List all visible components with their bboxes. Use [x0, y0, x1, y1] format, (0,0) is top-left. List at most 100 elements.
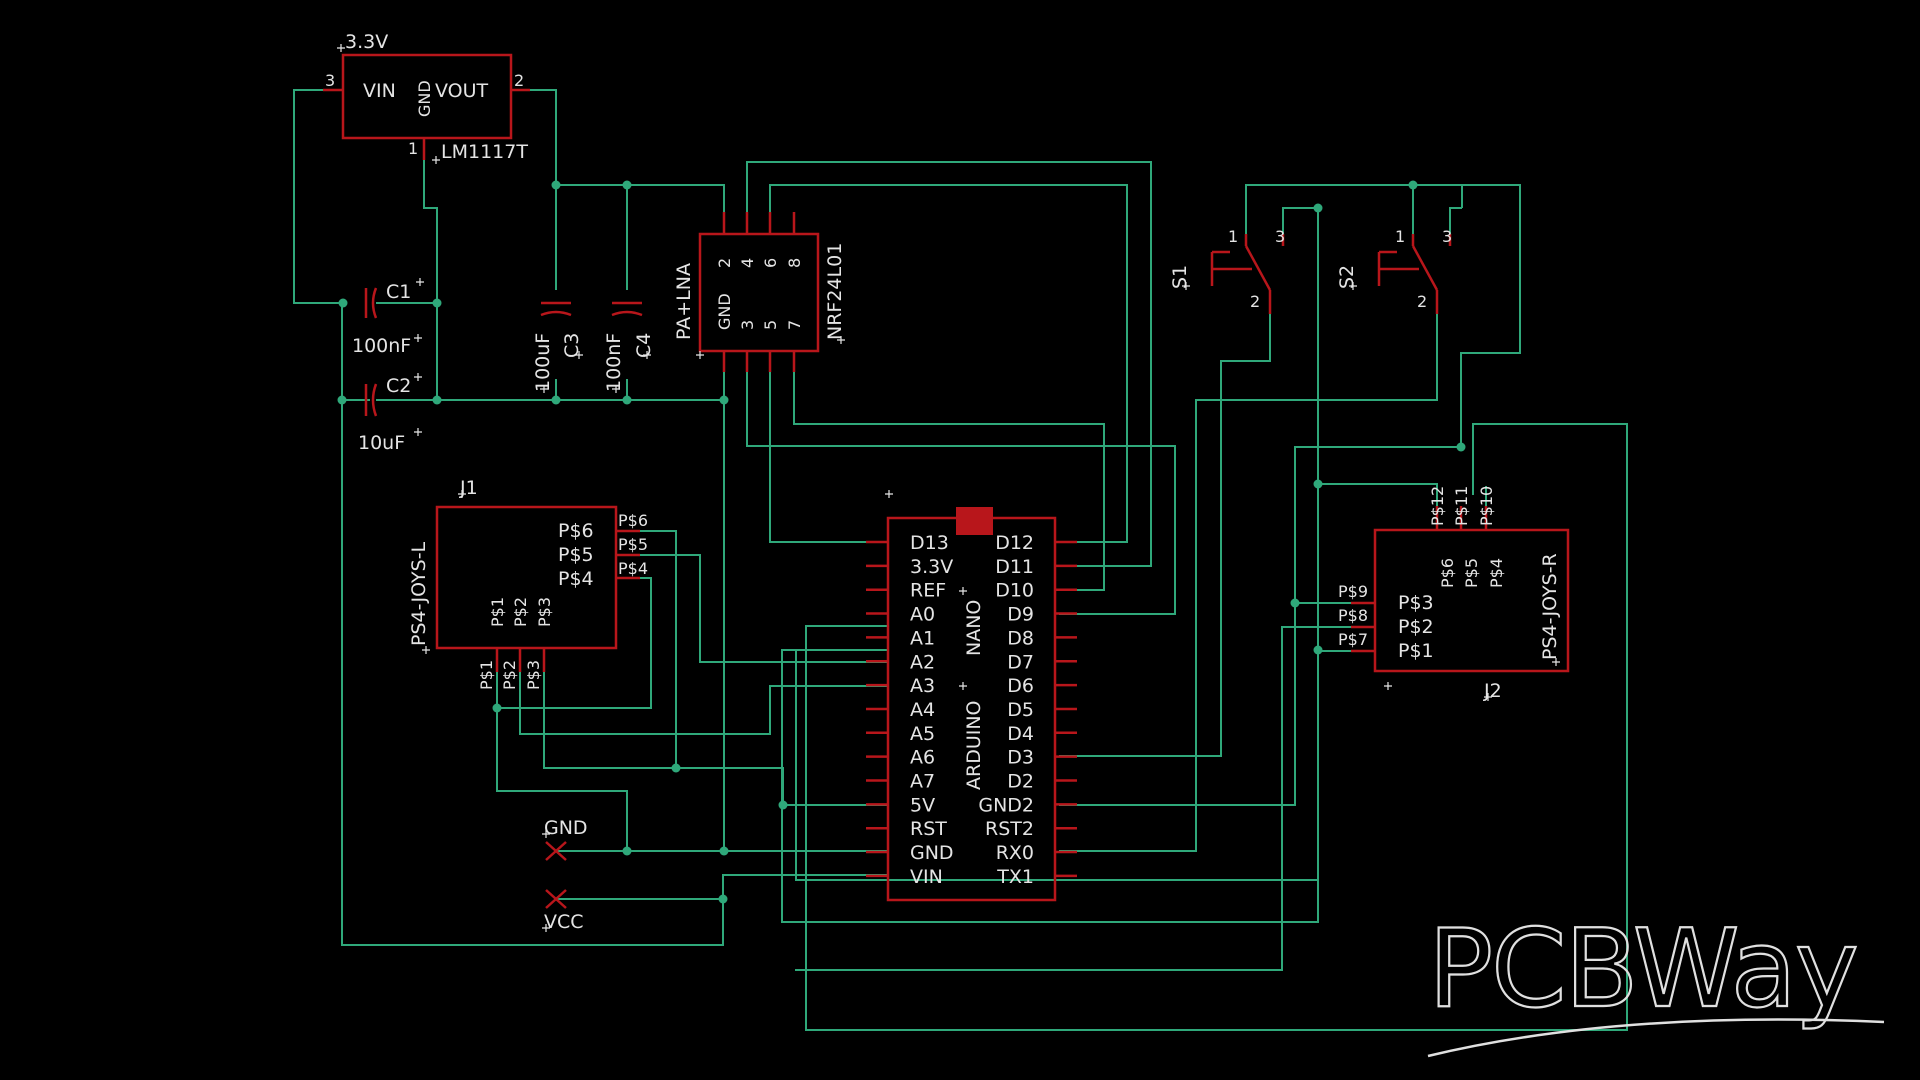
net-gnd-rail: [437, 351, 725, 851]
switch-s2: 1 2 3 S2: [1336, 227, 1452, 314]
net-j1-p2: [519, 660, 888, 735]
regulator-pin-gnd: GND: [415, 80, 434, 117]
watermark-text: PCBWay: [1428, 907, 1857, 1032]
arduino-left-pin-label: A4: [910, 699, 935, 721]
s1-pin3: 3: [1275, 227, 1285, 246]
arduino-right-pin-label: RST2: [985, 818, 1034, 840]
arduino-right-pin-label: D6: [1007, 675, 1034, 697]
radio-pin-2: 2: [715, 258, 734, 268]
j2-ext-p9: P$9: [1338, 582, 1368, 601]
net-gnd-caps: [376, 160, 438, 401]
j1-ext-p6: P$6: [618, 511, 648, 530]
net-radio-5: [769, 351, 888, 543]
net-s2-3: [1449, 207, 1462, 234]
j2-name: J2: [1483, 680, 1502, 702]
arduino-model: NANO: [963, 600, 985, 656]
j2-pin-p1: P$1: [1398, 640, 1434, 662]
arduino-left-pin-label: 3.3V: [910, 556, 953, 578]
usb-connector: [956, 507, 993, 535]
arduino-right-pin-label: D3: [1007, 747, 1034, 769]
radio-pin-5: 5: [761, 320, 780, 330]
arduino-right-pin-label: D11: [995, 556, 1034, 578]
regulator-num-vout: 2: [514, 71, 524, 90]
j2-ext-p10: P$10: [1477, 486, 1496, 526]
regulator-name: 3.3V: [345, 31, 388, 53]
s2-name: S2: [1336, 265, 1358, 289]
gnd-label: GND: [544, 817, 588, 839]
capacitor-c1: C1 100nF: [352, 281, 411, 357]
regulator-pin-vin: VIN: [363, 80, 396, 102]
arduino-left-pin-label: 5V: [910, 794, 935, 816]
j2-pin-p6: P$6: [1438, 558, 1457, 588]
radio-pin-8: 8: [785, 258, 804, 268]
regulator-num-gnd: 1: [408, 139, 418, 158]
c1-value: 100nF: [352, 335, 411, 357]
j1-pin-p6: P$6: [558, 520, 594, 542]
j1-pin-p5: P$5: [558, 544, 594, 566]
j2-value: PS4-JOYS-R: [1539, 553, 1561, 660]
arduino-right-pin-label: D2: [1007, 771, 1034, 793]
arduino-right-pin-label: D5: [1007, 699, 1034, 721]
s2-pin1: 1: [1395, 227, 1405, 246]
j1-ext-p4: P$4: [618, 559, 648, 578]
regulator-pin-vout: VOUT: [435, 80, 489, 102]
net-3v3-rail: [510, 89, 725, 290]
j2-pin-p5: P$5: [1462, 558, 1481, 588]
net-radio-7: [793, 351, 1105, 591]
c2-value: 10uF: [358, 432, 405, 454]
net-s1-out: [1059, 314, 1271, 757]
c3-value: 100uF: [532, 333, 554, 392]
net-j1-p3: [543, 660, 676, 769]
s1-pin1: 1: [1228, 227, 1238, 246]
radio-value: PA+LNA: [673, 263, 695, 340]
net-vcc-symbol: [556, 874, 888, 900]
capacitor-c4: C4 100nF: [603, 301, 655, 392]
arduino-title: ARDUINO: [963, 700, 985, 790]
net-j2-p7: [781, 649, 1375, 923]
s2-pin2: 2: [1417, 292, 1427, 311]
arduino-left-pin-label: GND: [910, 842, 954, 864]
j1-pin-p2: P$2: [511, 597, 530, 627]
j1-ext-p2: P$2: [500, 660, 519, 690]
j1-value: PS4-JOYS-L: [408, 541, 430, 646]
regulator-num-vin: 3: [325, 71, 335, 90]
net-s2-out: [1059, 314, 1438, 852]
capacitor-c2: C2 10uF: [358, 375, 411, 454]
j1-ext-p3: P$3: [524, 660, 543, 690]
arduino-right-pin-label: D12: [995, 532, 1034, 554]
vcc-supply: VCC: [544, 889, 584, 933]
arduino-left-pin-label: REF: [910, 580, 946, 602]
watermark-swoosh: [1427, 1018, 1885, 1058]
vcc-label: VCC: [544, 911, 584, 933]
arduino-left-pin-label: RST: [910, 818, 947, 840]
radio-name: NRF24L01: [824, 243, 846, 340]
net-j1-p5: [616, 554, 888, 663]
net-radio-4: [746, 161, 1152, 567]
arduino-left-pin-label: D13: [910, 532, 949, 554]
junctions: [337, 180, 1466, 904]
pcbway-watermark: PCBWay: [1427, 906, 1885, 1058]
j2-ext-p8: P$8: [1338, 606, 1368, 625]
j1-ext-p5: P$5: [618, 535, 648, 554]
arduino-left-pin-label: VIN: [910, 866, 943, 888]
s1-pin2: 2: [1250, 292, 1260, 311]
j2-pin-p3: P$3: [1398, 592, 1434, 614]
net-radio-6: [769, 184, 1128, 543]
j1-pin-p4: P$4: [558, 568, 594, 590]
arduino-left-pin-label: A7: [910, 771, 935, 793]
gnd-supply: GND: [544, 817, 588, 861]
origin-markers: [337, 44, 1560, 932]
connector-j1: P$6 P$5 P$4 P$1 P$2 P$3 P$6 P$5 P$4 P$1 …: [408, 477, 648, 690]
arduino-right-pin-label: D4: [1007, 723, 1034, 745]
net-vin-rail: [293, 89, 343, 401]
net-s1-com: [1245, 184, 1414, 234]
s2-pin3: 3: [1442, 227, 1452, 246]
net-j2-p8: [795, 626, 1375, 971]
j2-ext-p12: P$12: [1428, 486, 1447, 526]
arduino-right-pin-label: TX1: [996, 866, 1034, 888]
arduino-left-pin-label: A0: [910, 604, 935, 626]
